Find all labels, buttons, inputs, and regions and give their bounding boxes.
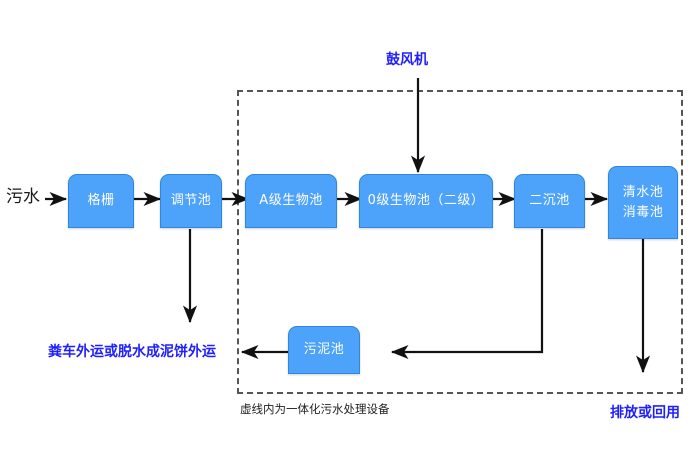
node-grating[interactable]: 格栅 [68,174,134,228]
label-enclosure-caption: 虚线内为一体化污水处理设备 [240,402,390,416]
label-blower: 鼓风机 [386,52,428,68]
label-influent: 污水 [6,187,40,207]
node-equalization[interactable]: 调节池 [160,174,222,228]
node-a-stage[interactable]: A级生物池 [245,174,337,228]
node-sludge-tank[interactable]: 污泥池 [288,326,360,374]
node-o-stage[interactable]: 0级生物池（二级） [359,174,493,228]
label-sludge-haul: 粪车外运或脱水成泥饼外运 [48,344,216,360]
label-discharge: 排放或回用 [610,405,680,421]
node-clearwater-disinfection[interactable]: 清水池 消毒池 [608,166,678,239]
integrated-equipment-enclosure [237,90,683,394]
node-clarifier[interactable]: 二沉池 [514,174,585,228]
